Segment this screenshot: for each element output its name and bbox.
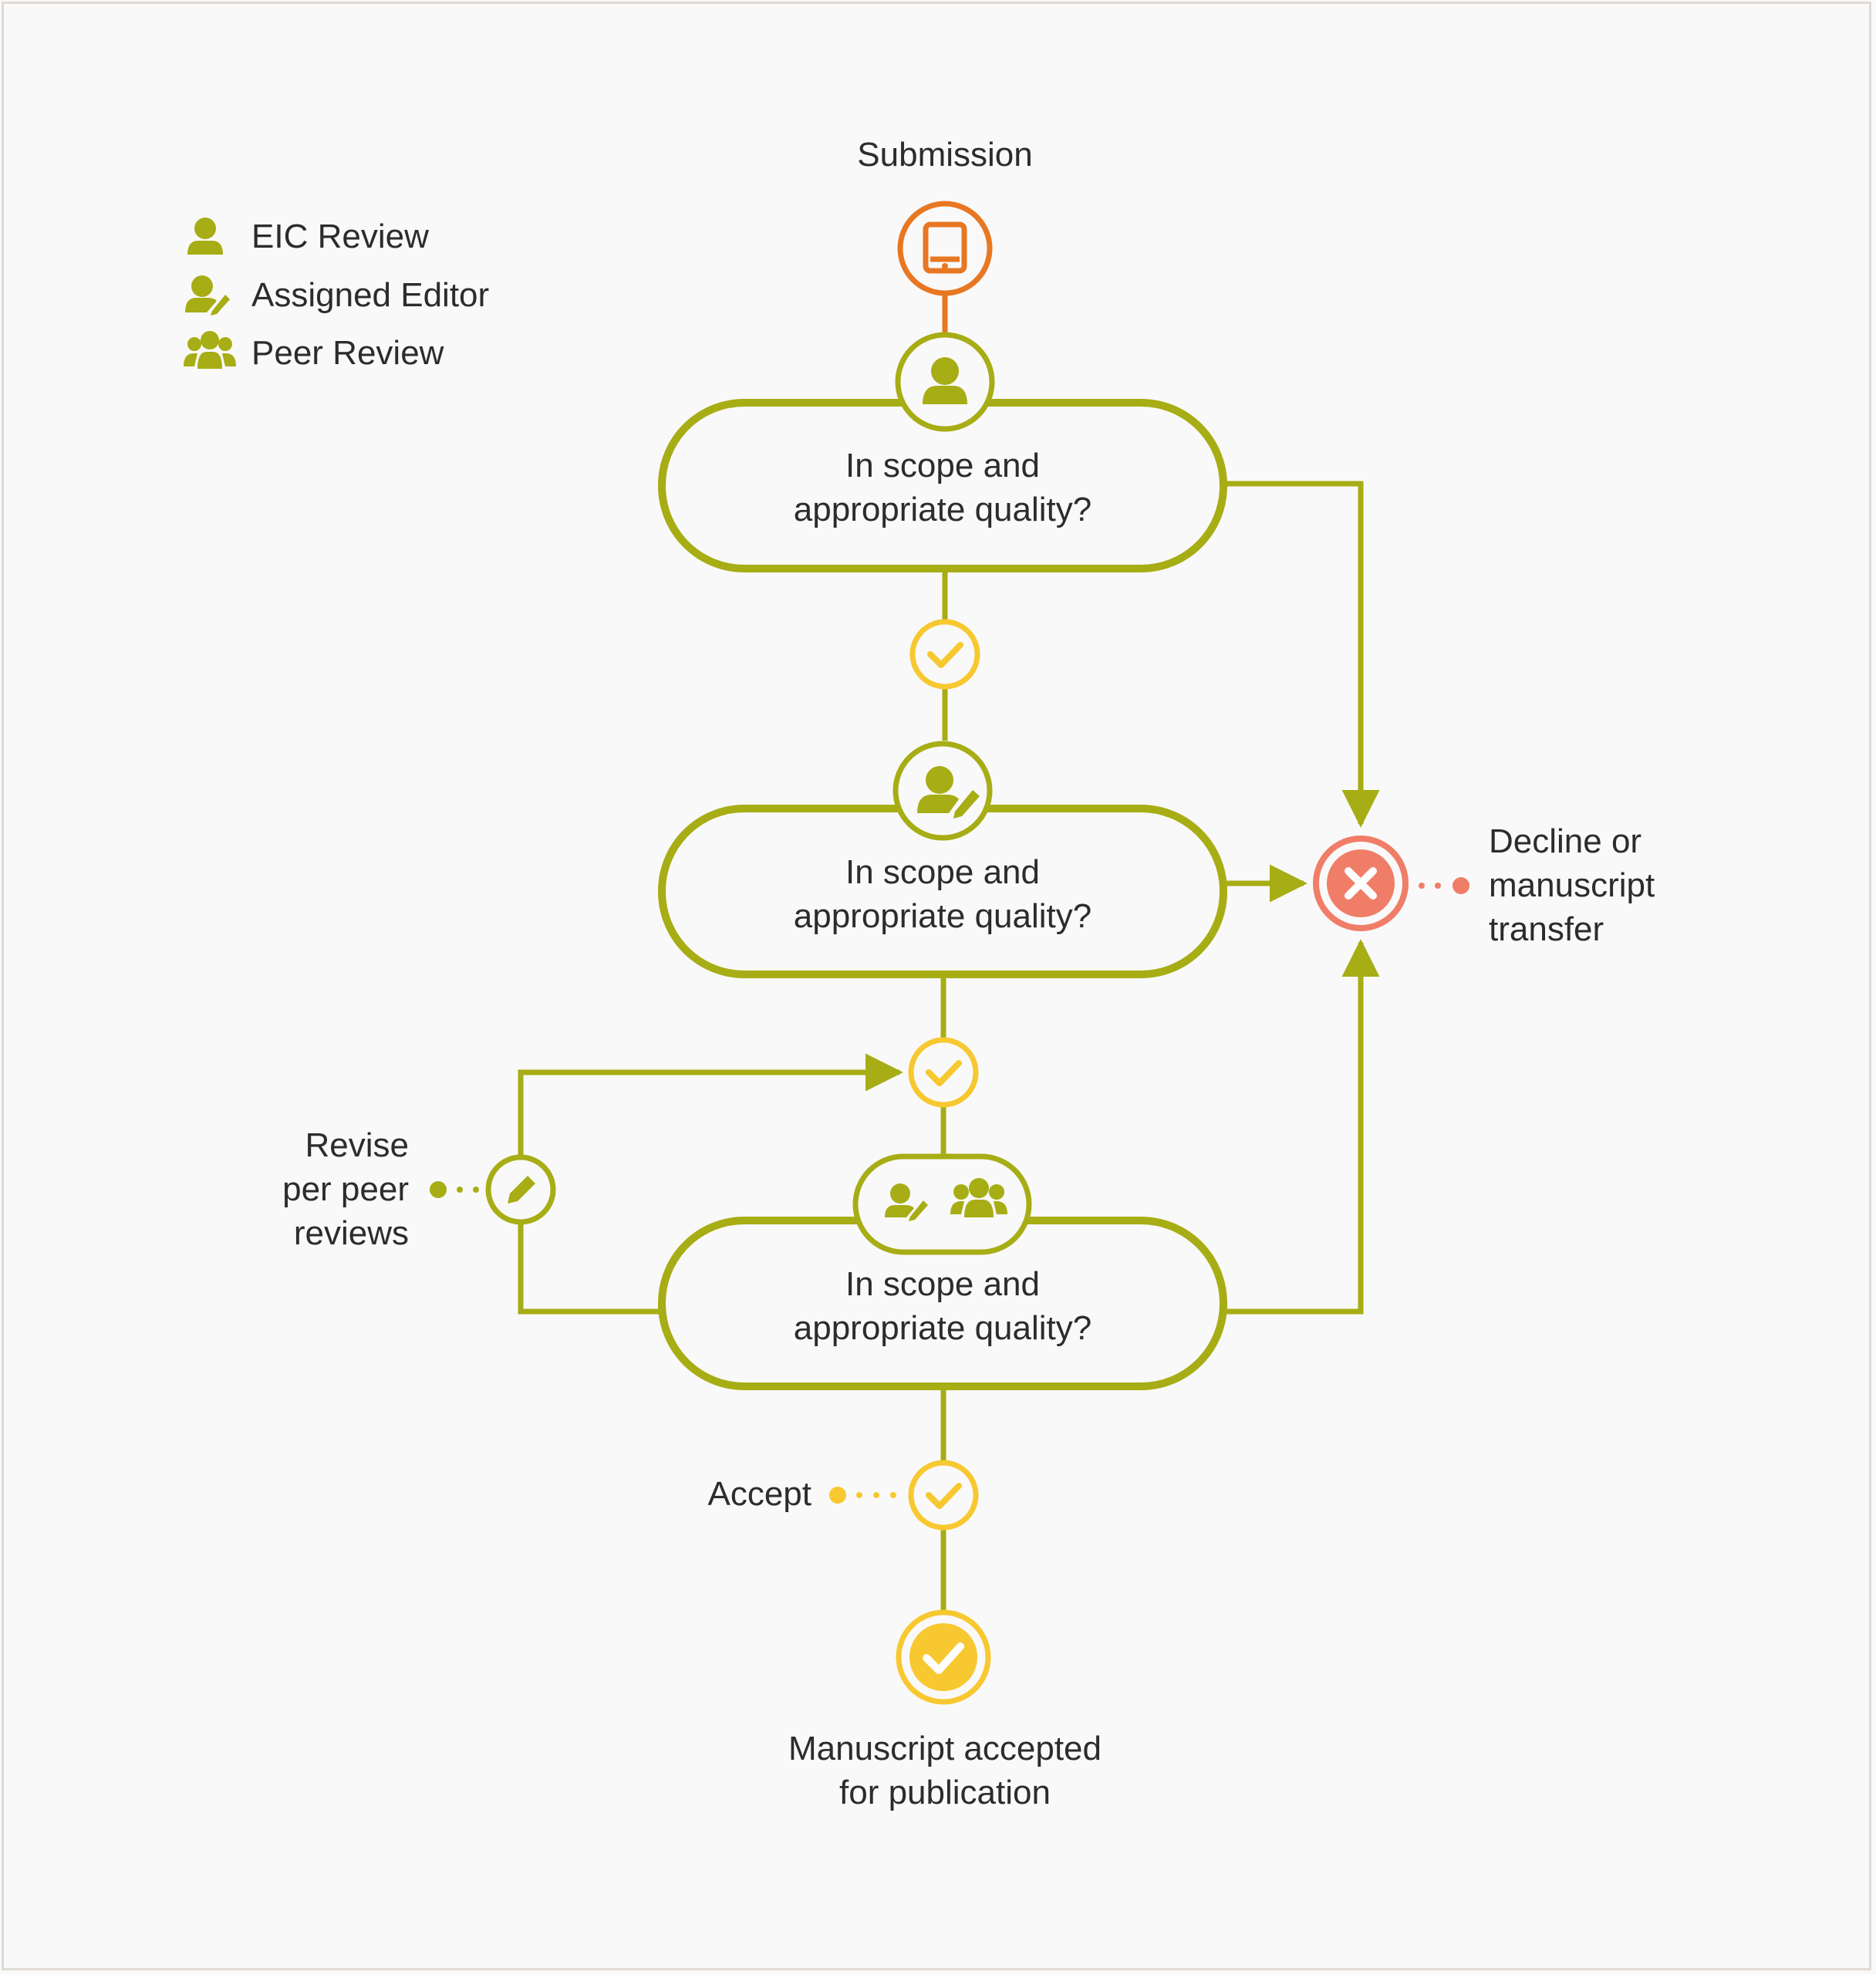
reviewer-badge-1 <box>895 332 995 432</box>
legend-label-peer: Peer Review <box>251 334 444 372</box>
person-edit-icon <box>885 1183 928 1221</box>
decision-3-question: In scope and appropriate quality? <box>793 1265 1092 1347</box>
legend-person-icon <box>187 218 223 255</box>
check-icon <box>927 642 963 668</box>
person-icon <box>923 357 967 404</box>
person-edit-icon <box>917 766 980 819</box>
accept-dots <box>829 1487 896 1504</box>
decision-1-question: In scope and appropriate quality? <box>793 447 1092 528</box>
group-icon <box>950 1178 1007 1217</box>
check-node-3 <box>908 1460 979 1531</box>
decision-2-question: In scope and appropriate quality? <box>793 853 1092 935</box>
pencil-icon <box>508 1176 535 1204</box>
tablet-icon <box>923 221 967 274</box>
submission-node <box>897 201 993 296</box>
revise-dots <box>430 1181 479 1198</box>
check-node-2 <box>908 1037 979 1108</box>
end-label: Manuscript accepted for publication <box>788 1730 1102 1811</box>
legend-group-icon <box>184 331 236 369</box>
reviewer-badge-3 <box>852 1153 1032 1255</box>
legend-icons <box>184 218 236 369</box>
close-icon <box>1345 867 1377 900</box>
flow-lines <box>518 295 1380 1611</box>
decline-dots <box>1419 877 1469 894</box>
check-node-1 <box>909 619 980 690</box>
legend-label-eic: EIC Review <box>251 218 429 255</box>
check-icon <box>926 1483 962 1509</box>
dotted-connectors <box>430 877 1469 1504</box>
arrow-d3-to-decline <box>1223 939 1380 1315</box>
decline-node <box>1313 836 1409 931</box>
revise-label: Revise per peer reviews <box>282 1126 409 1252</box>
legend-person-edit-icon <box>185 275 230 316</box>
decision-pills <box>658 399 1227 1390</box>
legend-label-editor: Assigned Editor <box>251 276 490 314</box>
check-icon <box>926 1060 962 1086</box>
arrow-d1-to-decline <box>1223 481 1380 828</box>
revise-loop-upper <box>518 1053 903 1155</box>
decline-label: Decline or manuscript transfer <box>1489 822 1655 948</box>
accept-label: Accept <box>707 1475 811 1513</box>
end-node <box>896 1609 991 1705</box>
revise-node <box>485 1154 556 1225</box>
reviewer-badge-2 <box>892 741 993 841</box>
revise-loop-lower <box>518 1223 662 1315</box>
submission-label: Submission <box>857 136 1033 174</box>
check-circle-icon <box>923 1642 964 1674</box>
